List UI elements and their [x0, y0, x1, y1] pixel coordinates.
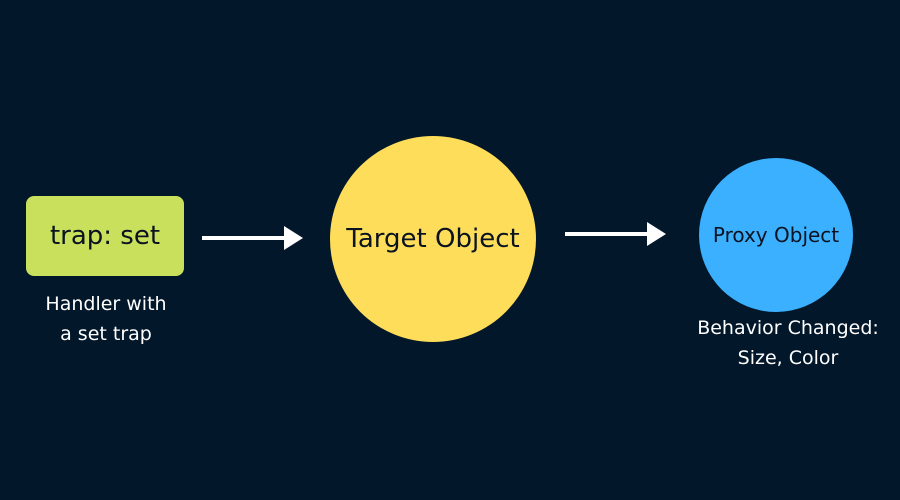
- proxy-object-label: Proxy Object: [712, 223, 840, 247]
- handler-caption: Handler with a set trap: [16, 289, 196, 349]
- handler-trap-label: trap: set: [49, 221, 161, 251]
- proxy-caption-line2: Size, Color: [737, 347, 839, 369]
- target-object-circle: Target Object: [330, 136, 536, 342]
- handler-caption-line1: Handler with: [45, 293, 167, 315]
- arrow-right-icon: [565, 222, 666, 246]
- proxy-object-circle: Proxy Object: [699, 158, 853, 312]
- handler-trap-box: trap: set: [26, 196, 184, 276]
- proxy-caption: Behavior Changed: Size, Color: [686, 313, 890, 373]
- target-object-label: Target Object: [346, 224, 520, 254]
- proxy-caption-line1: Behavior Changed:: [697, 317, 879, 339]
- handler-caption-line2: a set trap: [60, 323, 152, 345]
- arrow-right-icon: [202, 226, 303, 250]
